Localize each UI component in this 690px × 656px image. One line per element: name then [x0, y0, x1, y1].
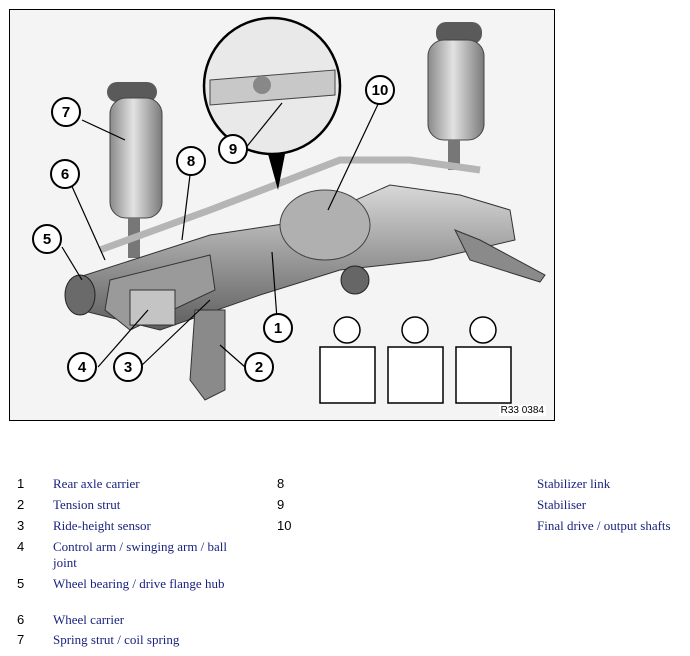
callout-2: 2	[244, 352, 274, 382]
legend-label-4: Control arm / swinging arm / ball joint	[53, 539, 228, 570]
stabiliser-bar	[98, 156, 481, 254]
callout-5: 5	[32, 224, 62, 254]
legend-label-3: Ride-height sensor	[53, 518, 151, 533]
legend-num-8: 8	[277, 476, 285, 491]
callout-4: 4	[67, 352, 97, 382]
legend-num-2: 2	[17, 497, 25, 512]
rear-axle-drawing	[61, 16, 546, 404]
callout-10: 10	[365, 75, 395, 105]
rear-axle-illustration: 7 6 5 8 9 10 1 2 3 4 R33 0384	[9, 9, 555, 421]
legend-label-6: Wheel carrier	[53, 612, 125, 627]
callout-9: 9	[218, 134, 248, 164]
legend-label-1: Rear axle carrier	[53, 476, 140, 491]
legend-num-10: 10	[277, 518, 292, 533]
right-spring-strut	[427, 22, 485, 170]
callout-3: 3	[113, 352, 143, 382]
legend-num-4: 4	[17, 539, 25, 554]
legend-num-5: 5	[17, 576, 25, 591]
callout-8: 8	[176, 146, 206, 176]
left-spring-strut	[107, 82, 163, 258]
legend-label-5: Wheel bearing / drive flange hub	[53, 576, 225, 591]
legend-label-8: Stabilizer link	[537, 476, 611, 491]
legend-label-10: Final drive / output shafts	[537, 518, 671, 533]
image-code: R33 0384	[498, 405, 546, 416]
legend-num-3: 3	[17, 518, 25, 533]
blank-key-boxes	[319, 316, 512, 404]
callout-1: 1	[263, 313, 293, 343]
final-drive-housing	[279, 189, 371, 261]
legend-num-7: 7	[17, 632, 25, 647]
legend-num-6: 6	[17, 612, 25, 627]
callout-6: 6	[50, 159, 80, 189]
callout-7: 7	[51, 97, 81, 127]
legend-label-2: Tension strut	[53, 497, 121, 512]
legend-label-9: Stabiliser	[537, 497, 587, 512]
legend-num-9: 9	[277, 497, 285, 512]
legend-num-1: 1	[17, 476, 25, 491]
wheel-hub-shape	[64, 274, 96, 316]
legend-label-7: Spring strut / coil spring	[53, 632, 180, 647]
callout-leaders	[61, 99, 381, 368]
tension-strut-shape	[189, 309, 226, 401]
